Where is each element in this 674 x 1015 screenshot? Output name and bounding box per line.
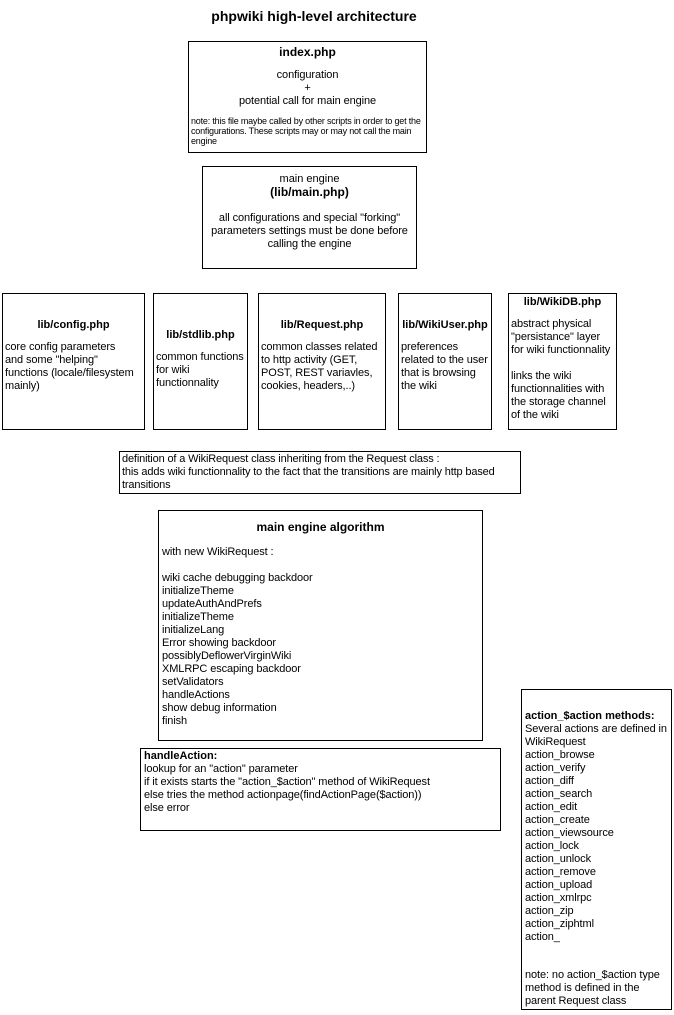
index-php-title: index.php (279, 45, 336, 59)
lib-wikidb-title: lib/WikiDB.php (523, 296, 602, 308)
lib-config-title: lib/config.php (37, 319, 110, 331)
main-engine-algorithm-title: main engine algorithm (256, 520, 385, 534)
index-php-note: note: this file maybe called by other sc… (191, 116, 421, 146)
wikirequest-definition-box: definition of a WikiRequest class inheri… (119, 451, 521, 494)
lib-request-title: lib/Request.php (280, 319, 364, 331)
lib-wikidb-para2: links the wiki functionnalities with the… (511, 370, 606, 421)
lib-wikidb-para1: abstract physical "persistance" layer fo… (511, 318, 611, 356)
lib-wikidb-box: lib/WikiDB.php abstract physical "persis… (508, 293, 617, 430)
lib-request-body: common classes related to http activity … (261, 341, 378, 392)
index-php-summary: configuration + potential call for main … (238, 69, 377, 107)
lib-wikiuser-title: lib/WikiUser.php (402, 319, 488, 331)
action-methods-list: action_browse action_verify action_diff … (525, 749, 614, 943)
lib-stdlib-body: common functions for wiki functionnality (156, 351, 244, 389)
action-methods-note: note: no action_$action type method is d… (525, 969, 660, 1007)
main-engine-box: main engine (lib/main.php) all configura… (202, 166, 417, 269)
action-methods-box: action_$action methods: Several actions … (521, 689, 672, 1010)
action-methods-title: action_$action methods: (525, 710, 655, 722)
lib-config-box: lib/config.php core config parameters an… (2, 293, 145, 430)
main-engine-algorithm-box: main engine algorithm with new WikiReque… (158, 510, 483, 741)
main-engine-name: main engine (279, 173, 340, 185)
lib-stdlib-title: lib/stdlib.php (166, 329, 235, 341)
main-engine-algorithm-steps: wiki cache debugging backdoor initialize… (162, 572, 313, 727)
page-title: phpwiki high-level architecture (211, 8, 417, 24)
main-engine-algorithm-intro: with new WikiRequest : (162, 546, 274, 558)
lib-wikiuser-body: preferences related to the user that is … (401, 341, 488, 392)
lib-config-body: core config parameters and some "helping… (5, 341, 134, 392)
lib-stdlib-box: lib/stdlib.php common functions for wiki… (153, 293, 248, 430)
index-php-box: index.php configuration + potential call… (188, 41, 427, 153)
handle-action-lines: lookup for an "action" parameter if it e… (144, 763, 430, 814)
handle-action-box: handleAction: lookup for an "action" par… (140, 748, 501, 831)
wikirequest-definition-body: definition of a WikiRequest class inheri… (122, 453, 495, 491)
main-engine-body: all configurations and special "forking"… (211, 212, 408, 250)
lib-wikiuser-box: lib/WikiUser.php preferences related to … (398, 293, 492, 430)
lib-request-box: lib/Request.php common classes related t… (258, 293, 386, 430)
main-engine-file: (lib/main.php) (270, 185, 349, 199)
action-methods-intro: Several actions are defined in WikiReque… (525, 723, 667, 748)
handle-action-title: handleAction: (144, 750, 218, 762)
